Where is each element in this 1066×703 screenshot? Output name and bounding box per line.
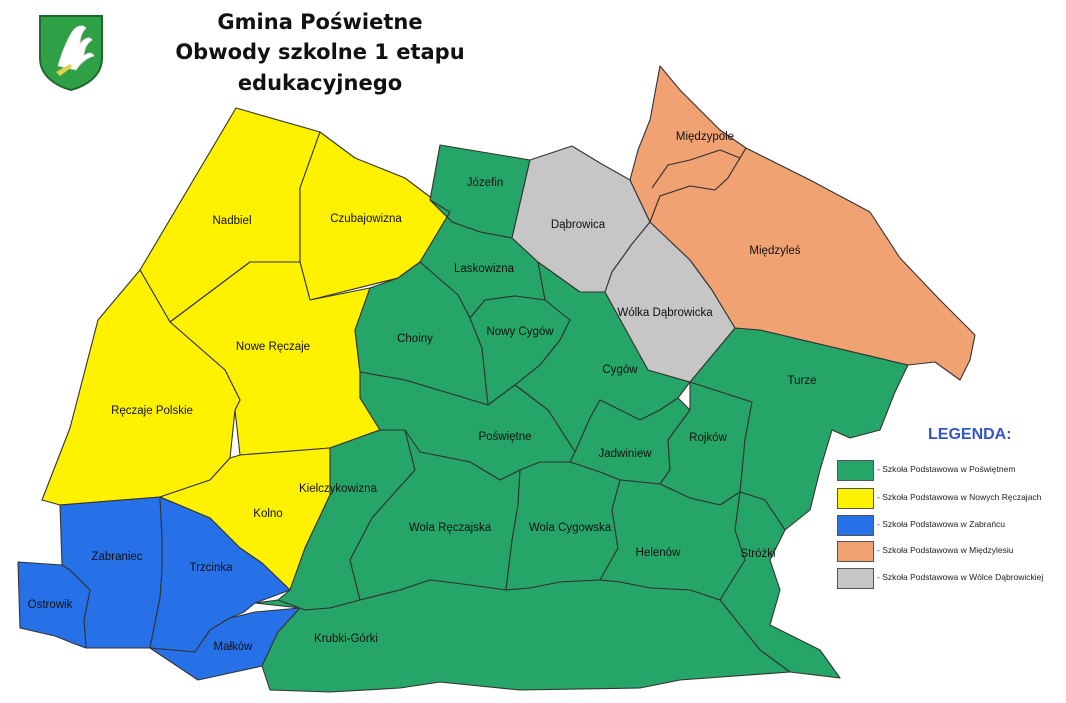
label-laskowizna: Laskowizna — [454, 263, 515, 275]
label-kielczykowizna: Kielczykowizna — [299, 483, 378, 495]
label-kolno: Kolno — [253, 508, 282, 520]
legend-label: - Szkoła Podstawowa w Wólce Dąbrowickiej — [877, 572, 1044, 582]
map-title-line-2: Obwody szkolne 1 etapu — [175, 40, 465, 64]
label-rojkow: Rojków — [689, 432, 727, 444]
label-miedzypole: Międzypole — [676, 131, 734, 143]
region-krubki-gorki — [254, 579, 791, 693]
map-title-line-1: Gmina Poświetne — [217, 10, 423, 34]
label-wola-reczajska: Wola Ręczajska — [409, 522, 492, 534]
label-nowe-reczaje: Nowe Ręczaje — [236, 341, 310, 353]
label-czubajowizna: Czubajowizna — [330, 213, 402, 225]
label-turze: Turze — [788, 375, 817, 387]
label-wolka-dabrowicka: Wólka Dąbrowicka — [617, 307, 713, 319]
label-helenow: Helenów — [636, 547, 681, 559]
label-nowy-cygow: Nowy Cygów — [486, 326, 554, 338]
label-dabrowica: Dąbrowica — [551, 219, 606, 231]
region-malkow — [149, 607, 301, 681]
region-strozki — [719, 491, 841, 679]
label-strozki: Stróżki — [740, 548, 775, 560]
legend-swatch — [837, 460, 874, 481]
label-zabraniec: Zabraniec — [91, 551, 142, 563]
legend-label: - Szkoła Podstawowa w Zabrańcu — [877, 519, 1006, 529]
label-jadwiniew: Jadwiniew — [598, 448, 652, 460]
legend-label: - Szkoła Podstawowa w Nowych Ręczajach — [877, 492, 1042, 502]
label-malkow: Małków — [214, 641, 254, 653]
legend-label: - Szkoła Podstawowa w Poświętnem — [877, 464, 1016, 474]
label-wola-cygowska: Wola Cygowska — [529, 522, 612, 534]
legend-label: - Szkoła Podstawowa w Międzylesiu — [877, 545, 1014, 555]
label-jozefin: Józefin — [467, 177, 503, 189]
map-title-line-3: edukacyjnego — [237, 71, 403, 95]
region-ostrowik — [17, 561, 91, 649]
label-poswietne: Poświętne — [478, 431, 531, 443]
legend-title: LEGENDA: — [928, 426, 1012, 443]
label-krubki-gorki: Krubki-Górki — [314, 633, 378, 645]
label-choiny: Choiny — [397, 333, 433, 345]
legend-swatch — [837, 568, 874, 589]
label-nadbiel: Nadbiel — [213, 215, 252, 227]
region-miedzyles — [649, 147, 976, 381]
legend-swatch — [837, 488, 874, 509]
label-miedzyles: Międzyleś — [749, 245, 800, 257]
label-cygow: Cygów — [602, 364, 638, 376]
label-ostrowik: Ostrowik — [28, 599, 73, 611]
coat-of-arms-emblem — [39, 15, 103, 92]
legend-swatch — [837, 515, 874, 536]
label-trzcinka: Trzcinka — [189, 562, 233, 574]
legend-swatch — [837, 541, 874, 562]
label-reczaje-polskie: Ręczaje Polskie — [111, 405, 193, 417]
